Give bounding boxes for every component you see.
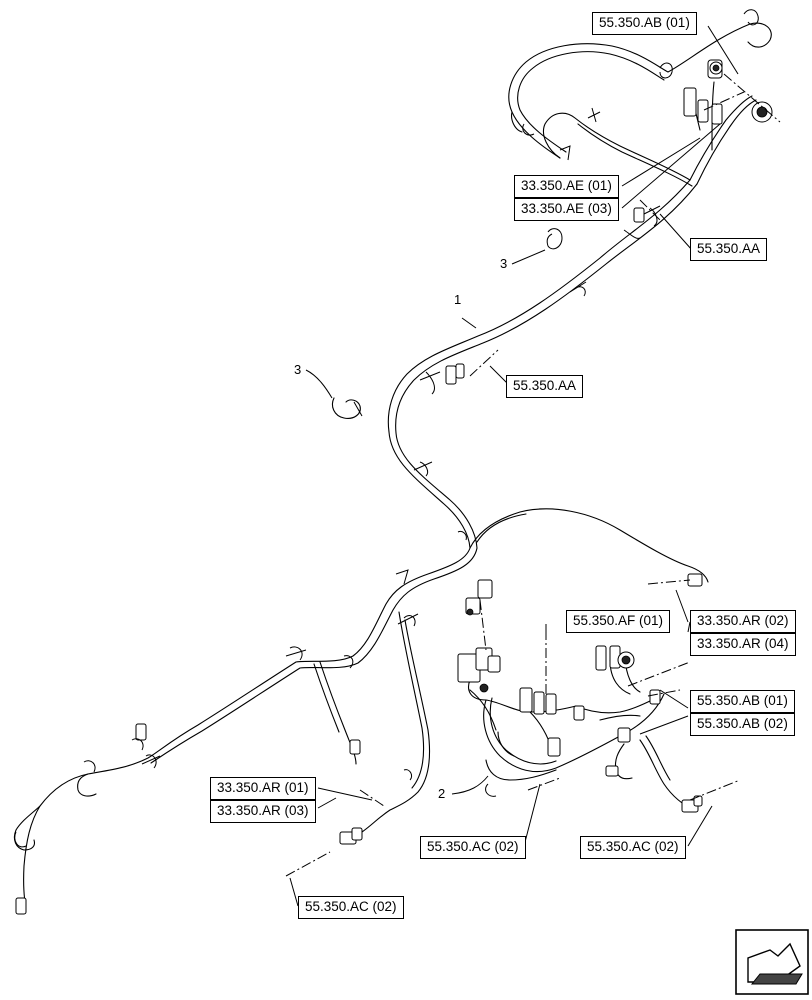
next-page-arrow-icon[interactable] (735, 929, 809, 995)
ref-55-350-ac-02-center[interactable]: 55.350.AC (02) (420, 836, 526, 859)
callout-item-2: 2 (438, 786, 446, 801)
ref-55-350-ac-02-right[interactable]: 55.350.AC (02) (580, 836, 686, 859)
ref-55-350-ab-01-right[interactable]: 55.350.AB (01) (690, 690, 795, 713)
callout-item-3-upper: 3 (500, 256, 508, 271)
loose-clips (331, 397, 363, 419)
ref-33-350-ar-03-left[interactable]: 33.350.AR (03) (210, 800, 316, 823)
zone-lines (285, 73, 781, 877)
ref-33-350-ar-04-right[interactable]: 33.350.AR (04) (690, 633, 796, 656)
ref-33-350-ar-01-left[interactable]: 33.350.AR (01) (210, 777, 316, 800)
leader-lines (289, 25, 739, 907)
ref-33-350-ar-02-right[interactable]: 33.350.AR (02) (690, 610, 796, 633)
ref-55-350-aa-mid[interactable]: 55.350.AA (506, 375, 584, 398)
ref-55-350-af-01[interactable]: 55.350.AF (01) (566, 610, 671, 633)
ref-55-350-ac-02-bottom[interactable]: 55.350.AC (02) (298, 896, 404, 919)
ref-33-350-ae-03[interactable]: 33.350.AE (03) (514, 198, 619, 221)
ref-55-350-aa-upper[interactable]: 55.350.AA (690, 238, 768, 261)
callout-item-1: 1 (454, 292, 462, 307)
ref-55-350-ab-02-right[interactable]: 55.350.AB (02) (690, 713, 795, 736)
ref-55-350-ab-01-top[interactable]: 55.350.AB (01) (592, 12, 697, 35)
engine-harness (457, 645, 703, 813)
ref-33-350-ae-01[interactable]: 33.350.AE (01) (514, 175, 619, 198)
main-harness (13, 22, 772, 909)
callout-item-3-lower: 3 (294, 362, 302, 377)
harness-clips (14, 9, 773, 915)
